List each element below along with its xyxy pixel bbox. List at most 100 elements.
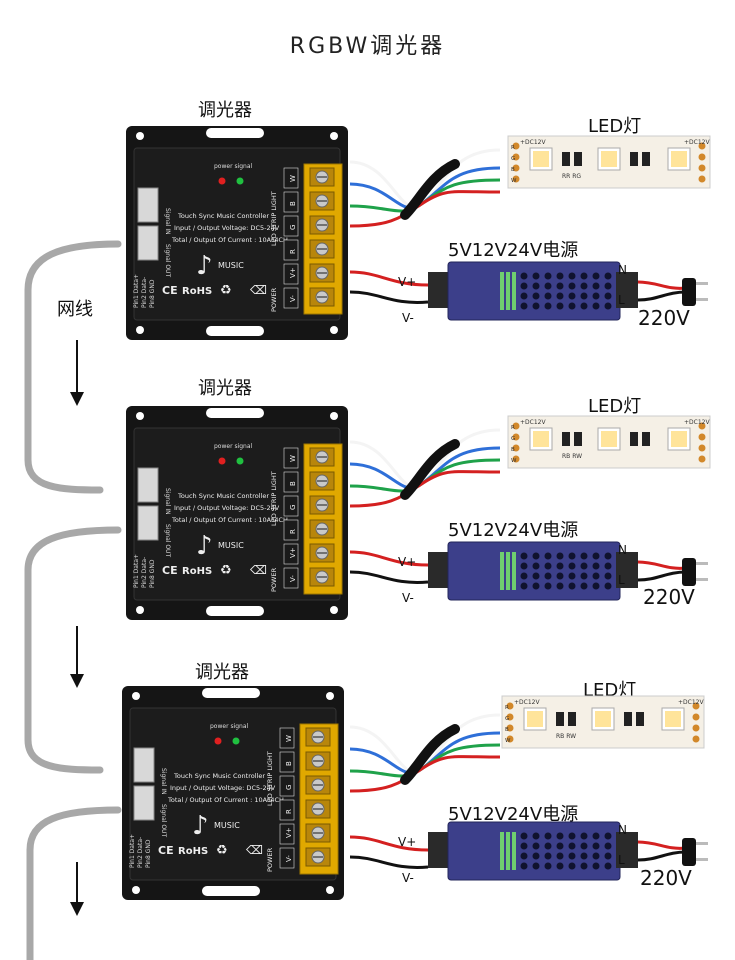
pin-label: Pin2 Data- (141, 557, 148, 588)
psu-l-label: L (618, 853, 625, 867)
smd-led-glow (527, 711, 543, 727)
recycle-icon: ♻ (220, 283, 232, 298)
mains-wire (637, 850, 687, 862)
terminal-label-box (283, 567, 299, 589)
vent-hole (532, 582, 540, 590)
rj45-in-port (137, 467, 159, 503)
psu-label-1: 5V12V24V电源 (448, 240, 579, 261)
mains-wire (637, 280, 687, 290)
copper-pad-icon (698, 422, 706, 430)
terminal-label-box (283, 447, 299, 469)
vent-hole (544, 842, 552, 850)
vent-hole (532, 562, 540, 570)
power-text: POWER (270, 567, 278, 592)
resistor-icon (556, 712, 564, 726)
mounting-hole (330, 606, 338, 614)
mounting-slot (202, 886, 260, 896)
power-supply: V+V-NL (398, 541, 638, 605)
mounting-slot (202, 688, 260, 698)
product-line-3: Total / Output Of Current : 10A*4CH (167, 796, 284, 804)
vent-hole (544, 282, 552, 290)
vent-hole (532, 302, 540, 310)
vent-hole (580, 292, 588, 300)
vent-hole (568, 832, 576, 840)
signal-in-text: Signal IN (164, 488, 171, 515)
terminal-label-box (279, 751, 295, 773)
vent-hole (568, 582, 576, 590)
mains-wire (637, 560, 687, 570)
terminal-label: V- (289, 295, 297, 302)
dc-label: +DC12V (520, 419, 546, 426)
vent-hole (580, 862, 588, 870)
chip-letter: B (511, 167, 515, 173)
wire (349, 755, 501, 793)
ce-mark-icon: CE (162, 564, 178, 577)
copper-pad-icon (512, 142, 520, 150)
mounting-hole (136, 412, 144, 420)
vent-hole (580, 302, 588, 310)
vent-hole (568, 842, 576, 850)
vent-hole (556, 552, 564, 560)
vent-hole (568, 852, 576, 860)
vent-hole (580, 272, 588, 280)
wire-vplus (349, 835, 429, 852)
resistor-icon (642, 432, 650, 446)
rj45-out-port (137, 225, 159, 261)
vent-hole (580, 582, 588, 590)
psu-terminal-right (616, 272, 638, 308)
mounting-hole (136, 132, 144, 140)
terminal-label: W (285, 735, 293, 742)
plug-pin (696, 298, 708, 301)
wire (349, 470, 501, 508)
pin-label: Pin1 Data+ (133, 274, 140, 308)
mounting-hole (330, 326, 338, 334)
copper-pad-icon (692, 724, 700, 732)
weee-bin-icon: ⌫ (249, 283, 267, 297)
psu-indicator (500, 832, 504, 870)
chip-letter: G (505, 716, 509, 722)
chip-letter: B (505, 727, 509, 733)
copper-pad-icon (698, 455, 706, 463)
signal-led-icon (232, 737, 240, 745)
power-led-icon (218, 457, 226, 465)
mounting-hole (326, 886, 334, 894)
vent-hole (604, 272, 612, 280)
vent-hole (604, 852, 612, 860)
vent-hole (568, 292, 576, 300)
vent-hole (580, 852, 588, 860)
copper-pad-icon (506, 724, 514, 732)
music-note-icon: ♪ (192, 811, 209, 841)
pin-label: Pin8 GND (149, 279, 156, 308)
chip-letter: W (511, 458, 517, 464)
terminal-label-box (283, 167, 299, 189)
psu-n-label: N (618, 823, 627, 837)
recycle-icon: ♻ (216, 843, 228, 858)
psu-vplus-label: V+ (398, 835, 416, 849)
copper-pad-icon (512, 175, 520, 183)
psu-vminus-label: V- (402, 591, 414, 605)
power-text: POWER (266, 847, 274, 872)
controller-label-2: 调光器 (198, 378, 252, 399)
vent-hole (520, 852, 528, 860)
vent-hole (568, 272, 576, 280)
chip-letter: W (505, 738, 511, 744)
vent-hole (556, 862, 564, 870)
vent-hole (544, 582, 552, 590)
terminal-label: G (289, 225, 297, 230)
vent-hole (592, 292, 600, 300)
vent-hole (568, 552, 576, 560)
wire-vplus (349, 550, 429, 567)
vent-hole (604, 582, 612, 590)
chip-letter: W (511, 178, 517, 184)
vent-hole (568, 572, 576, 580)
dc-label: +DC12V (678, 699, 704, 706)
smd-led-glow (671, 151, 687, 167)
psu-body (447, 261, 621, 321)
resistor-icon (630, 152, 638, 166)
weee-bin-icon: ⌫ (249, 563, 267, 577)
